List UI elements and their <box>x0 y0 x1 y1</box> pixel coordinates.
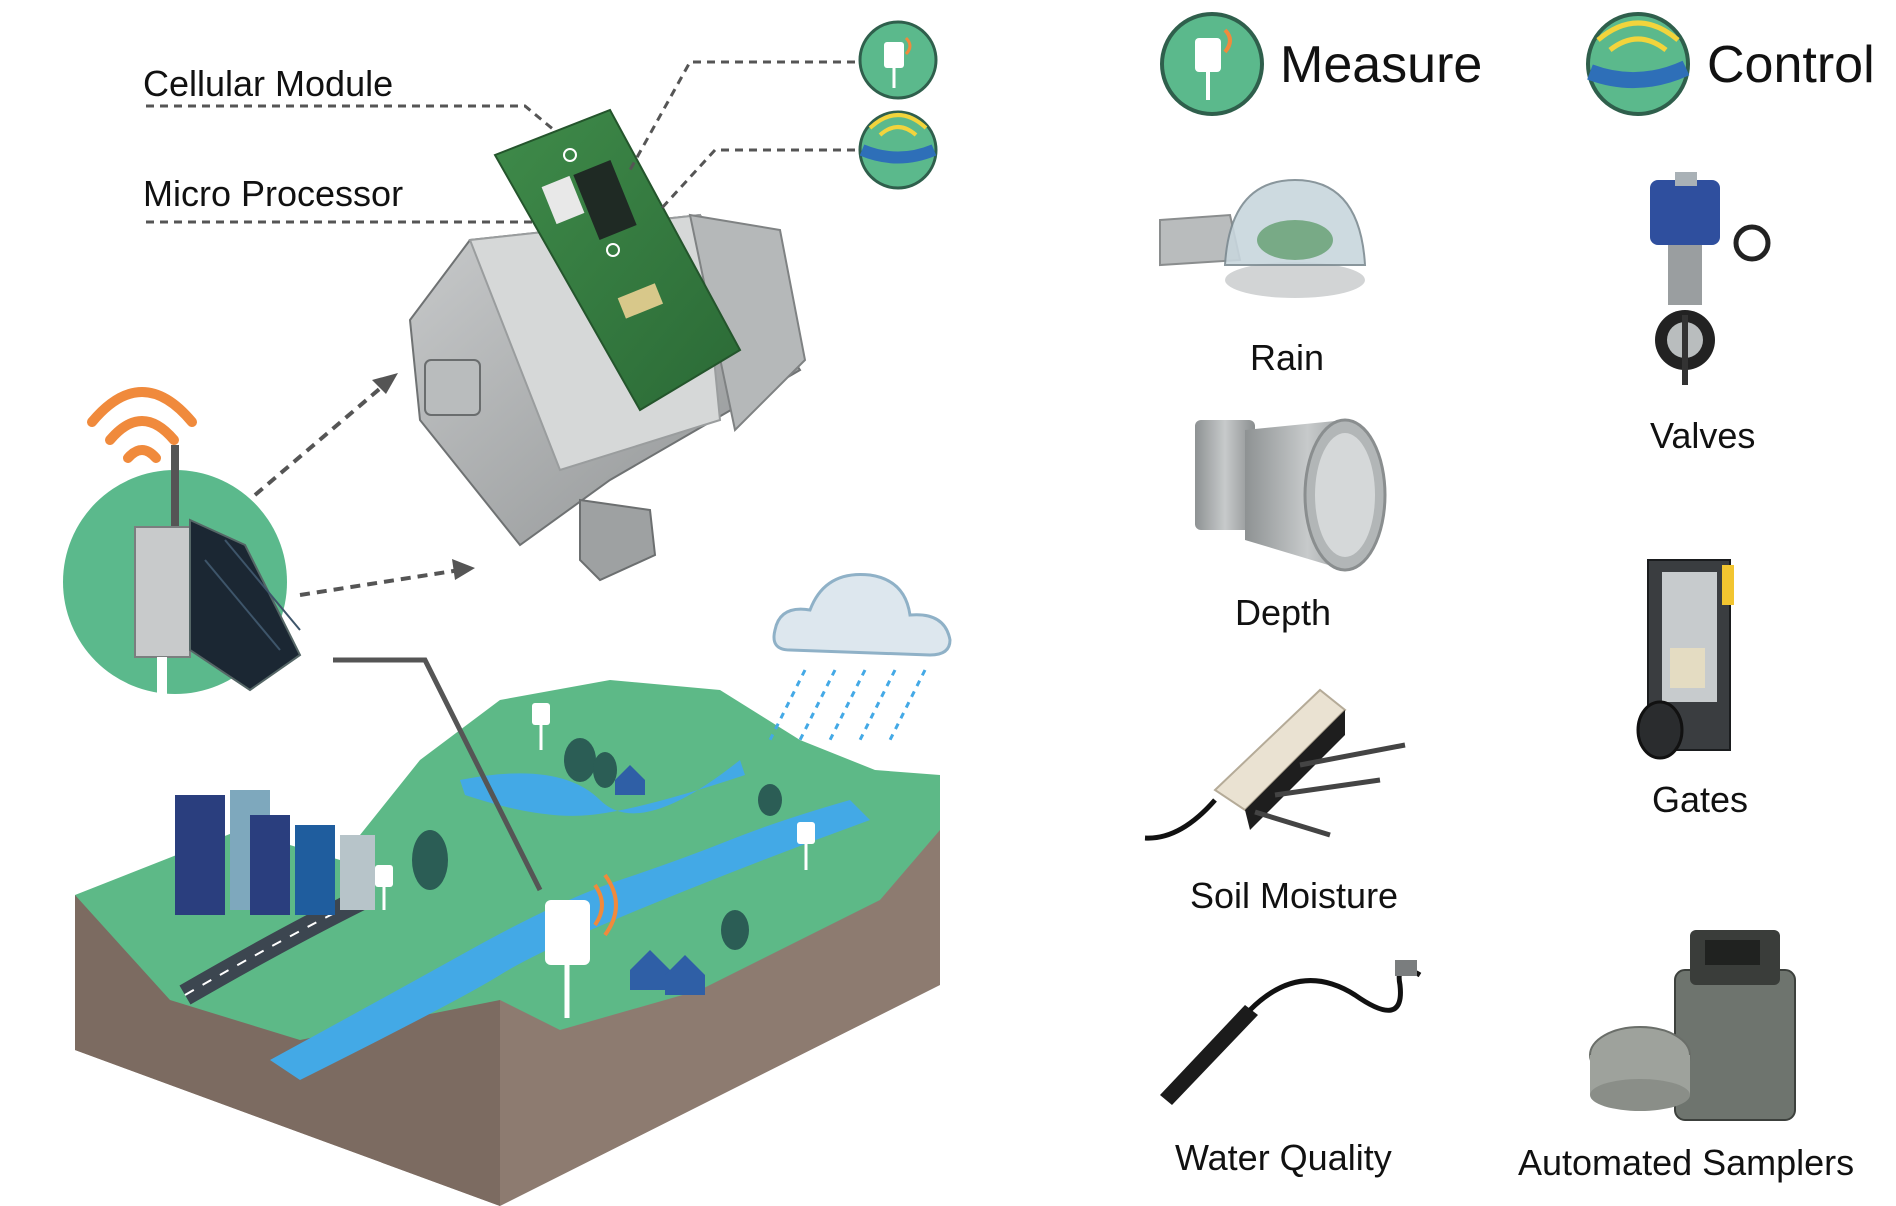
depth-sensor-image <box>1195 418 1387 572</box>
micro-processor-label: Micro Processor <box>143 173 403 214</box>
depth-label: Depth <box>1235 592 1331 633</box>
rain-cloud-icon <box>768 572 952 741</box>
icon-leader-top <box>628 60 855 171</box>
measure-mini-icon <box>858 20 938 100</box>
arrow-to-enclosure-lower <box>299 568 461 597</box>
measure-heading: Measure <box>1280 36 1482 94</box>
cellular-module-leader <box>146 104 561 137</box>
cellular-module-label: Cellular Module <box>143 63 393 104</box>
landscape-illustration <box>75 657 940 1206</box>
arrow-to-enclosure-upper <box>253 378 392 497</box>
valves-label: Valves <box>1650 415 1755 456</box>
automated-samplers-label: Automated Samplers <box>1518 1142 1854 1183</box>
soil-moisture-label: Soil Moisture <box>1190 875 1398 916</box>
automated-sampler-image <box>1589 930 1796 1121</box>
rain-gauge-image <box>1159 178 1367 298</box>
water-quality-probe-image <box>1160 960 1422 1105</box>
rain-label: Rain <box>1250 337 1324 378</box>
gates-label: Gates <box>1652 779 1748 820</box>
water-quality-label: Water Quality <box>1175 1137 1392 1178</box>
solar-station-icon <box>63 387 302 700</box>
control-header-icon <box>1586 12 1690 116</box>
control-heading: Control <box>1707 36 1875 94</box>
measure-header-icon <box>1160 12 1264 116</box>
icon-leader-bottom <box>658 148 855 212</box>
control-mini-icon <box>858 110 938 190</box>
circuit-board <box>493 108 742 412</box>
latch-icon <box>424 359 481 416</box>
soil-moisture-probe-image <box>1144 688 1406 841</box>
gate-image <box>1636 559 1734 760</box>
valve-image <box>1650 172 1771 385</box>
